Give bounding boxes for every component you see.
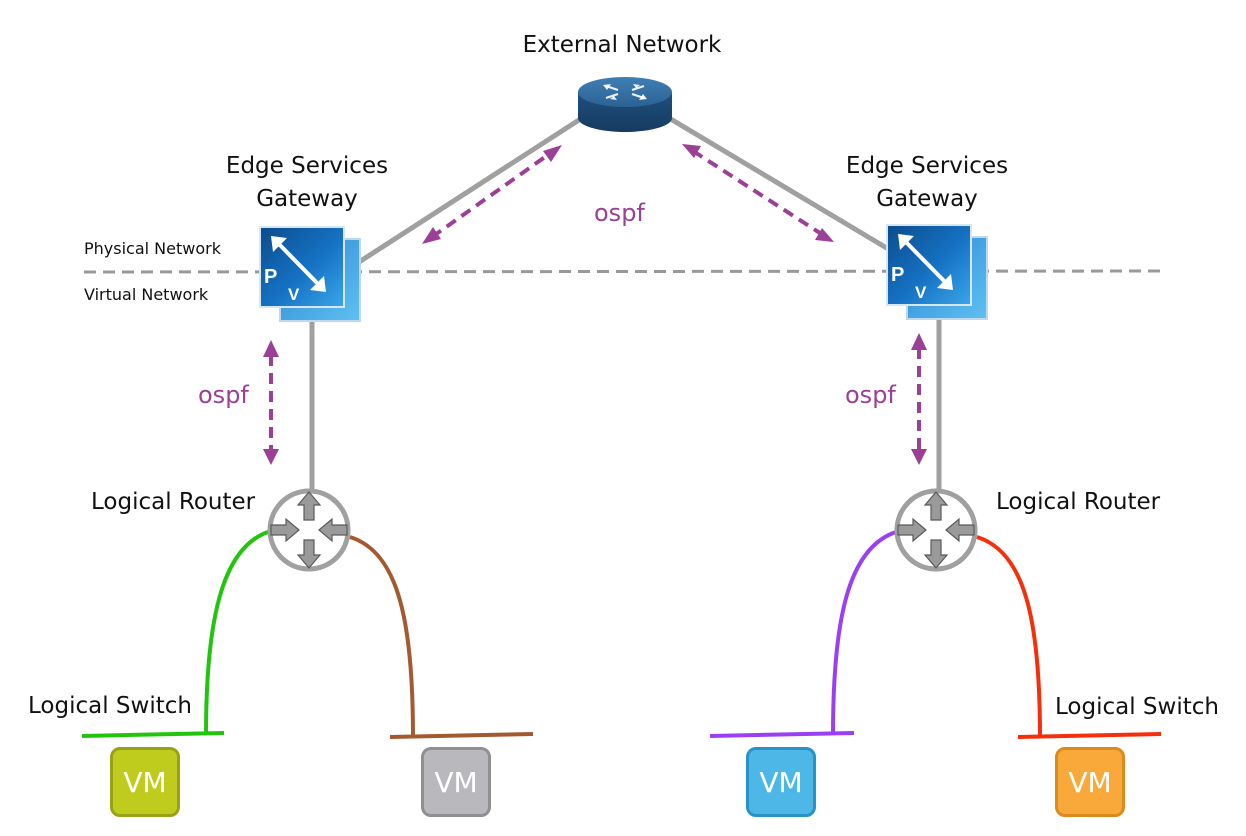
ospf-arrow-left	[263, 340, 279, 465]
ospf-label-top: ospf	[594, 199, 645, 227]
uplink-left	[354, 115, 584, 267]
ospf-arrow-top-right	[682, 144, 834, 242]
logical-router-right-icon	[894, 488, 978, 572]
segment-brown-link	[349, 535, 415, 738]
edge-right-letter-p: P	[891, 264, 904, 286]
external-router-icon	[578, 77, 672, 132]
segment-red-link	[976, 535, 1042, 738]
vm-box-2: VM	[421, 747, 491, 817]
logical-switch-right-label: Logical Switch	[1055, 694, 1219, 720]
edge-right-label-line2: Gateway	[876, 186, 978, 212]
virtual-network-label: Virtual Network	[84, 285, 209, 304]
switch-bar-brown	[389, 732, 534, 739]
external-network-label: External Network	[522, 32, 722, 58]
edge-left-letter-v: V	[288, 285, 300, 304]
switch-bar-red	[1017, 732, 1162, 739]
ospf-label-right: ospf	[845, 381, 896, 409]
logical-switch-left-label: Logical Switch	[28, 693, 192, 719]
logical-router-left-icon	[267, 488, 351, 572]
switch-bar-purple	[709, 731, 855, 738]
edge-left-letter-p: P	[264, 266, 277, 288]
vm-box-4: VM	[1055, 747, 1125, 817]
switch-bar-green	[81, 731, 225, 738]
vm-box-1: VM	[110, 747, 180, 817]
ospf-label-left: ospf	[198, 381, 249, 409]
edge-right-letter-v: V	[915, 283, 927, 302]
edge-left-label-line1: Edge Services	[225, 153, 389, 179]
ospf-arrow-top-left	[422, 145, 562, 244]
segment-purple-link	[831, 530, 897, 736]
logical-router-right-label: Logical Router	[996, 489, 1161, 515]
logical-router-left-label: Logical Router	[91, 489, 256, 515]
segment-green-link	[204, 530, 269, 736]
physical-network-label: Physical Network	[84, 239, 221, 258]
edge-gateway-left-icon: P V	[259, 226, 361, 322]
vm-box-3: VM	[746, 747, 816, 817]
physical-virtual-divider	[83, 269, 1165, 274]
edge-gateway-right-icon: P V	[886, 224, 988, 320]
edge-left-label-line2: Gateway	[256, 186, 358, 212]
ospf-arrow-right	[911, 333, 927, 465]
uplink-right	[667, 115, 892, 253]
edge-right-label-line1: Edge Services	[845, 153, 1009, 179]
